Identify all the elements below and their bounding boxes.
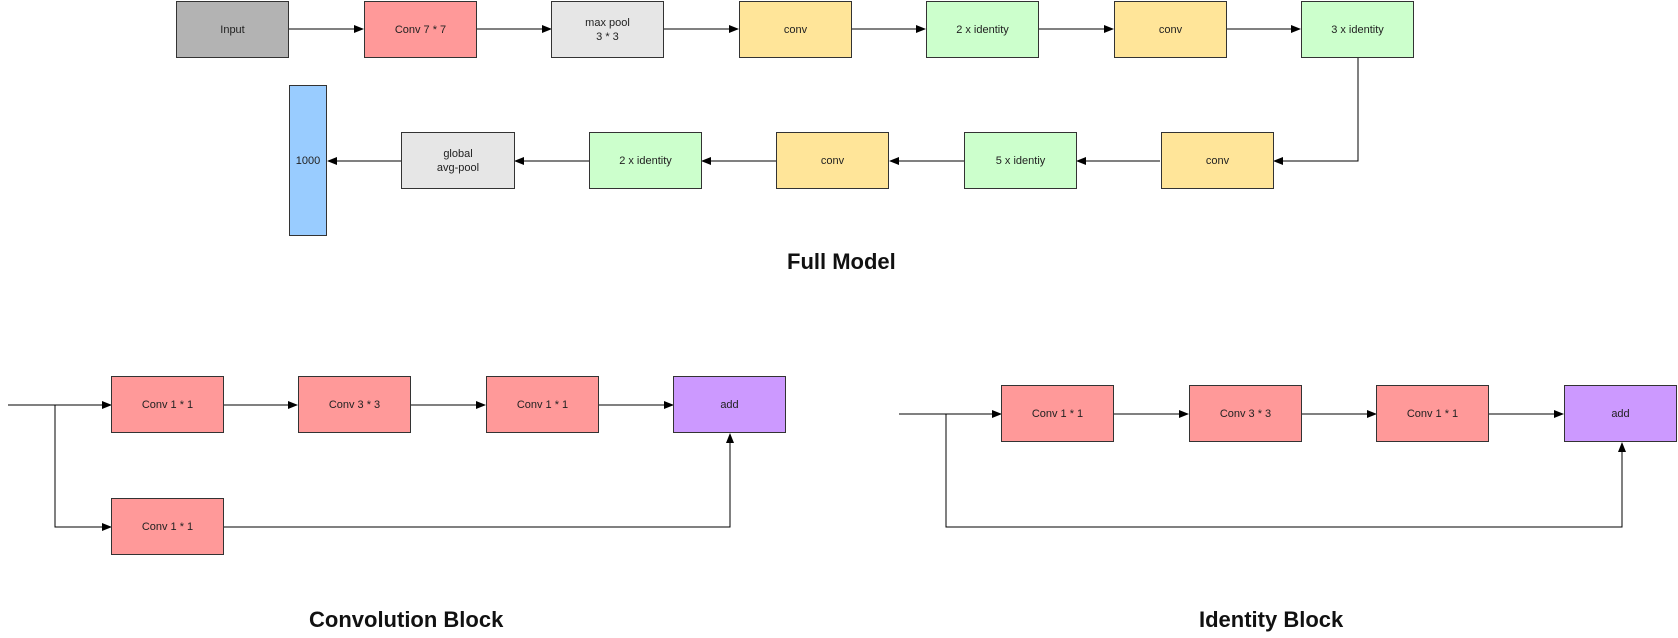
edge-idblock-skip: [945, 414, 1626, 528]
identity-block-caption: Identity Block: [1199, 607, 1344, 632]
conv-stage-2-node: conv: [1114, 1, 1227, 58]
idblock-conv1x1-b-node: Conv 1 * 1: [1376, 385, 1489, 442]
idblock-add-node: add: [1564, 385, 1677, 442]
conv-stage-3-node: conv: [1161, 132, 1274, 189]
convblock-shortcut-conv1x1-node: Conv 1 * 1: [111, 498, 224, 555]
global-avg-pool-node: global avg-pool: [401, 132, 515, 189]
identity-x2-stage-2-node: 2 x identity: [589, 132, 702, 189]
conv-stage-1-node: conv: [739, 1, 852, 58]
convblock-add-node: add: [673, 376, 786, 433]
convblock-conv3x3-node: Conv 3 * 3: [298, 376, 411, 433]
convolution-block-caption: Convolution Block: [309, 607, 504, 632]
full-model-caption: Full Model: [787, 249, 896, 274]
edge-convblock-branch: [54, 405, 112, 531]
idblock-conv1x1-a-node: Conv 1 * 1: [1001, 385, 1114, 442]
identity-x3-node: 3 x identity: [1301, 1, 1414, 58]
conv-stage-4-node: conv: [776, 132, 889, 189]
identity-x2-stage-1-node: 2 x identity: [926, 1, 1039, 58]
edge-identity3-to-conv: [1273, 57, 1359, 165]
convblock-conv1x1-a-node: Conv 1 * 1: [111, 376, 224, 433]
conv7x7-node: Conv 7 * 7: [364, 1, 477, 58]
identity-x5-node: 5 x identiy: [964, 132, 1077, 189]
input-node: Input: [176, 1, 289, 58]
edge-convblock-shortcut-to-add: [223, 433, 734, 528]
idblock-conv3x3-node: Conv 3 * 3: [1189, 385, 1302, 442]
convblock-conv1x1-b-node: Conv 1 * 1: [486, 376, 599, 433]
maxpool-node: max pool 3 * 3: [551, 1, 664, 58]
output-1000-node: 1000: [289, 85, 327, 236]
